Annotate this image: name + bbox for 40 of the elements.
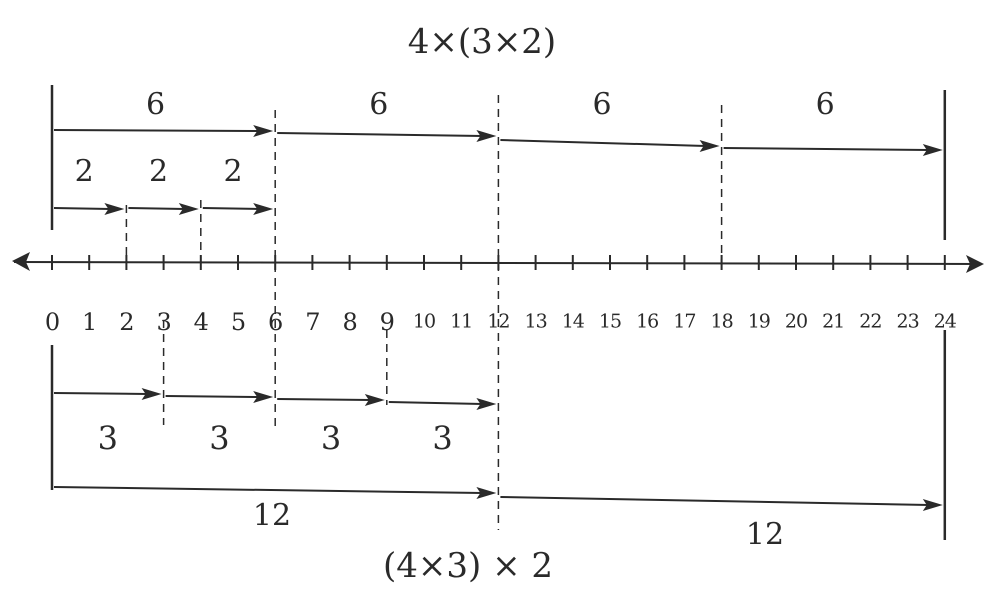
tick-label: 9 bbox=[380, 310, 394, 334]
tick-label: 6 bbox=[268, 310, 282, 334]
jump-length: 6 bbox=[816, 90, 835, 120]
tick-label: 14 bbox=[562, 312, 584, 332]
tick-label: 23 bbox=[896, 312, 919, 332]
tick-label: 10 bbox=[412, 312, 436, 332]
tick-label: 0 bbox=[44, 310, 60, 334]
jump-length: 2 bbox=[223, 157, 243, 187]
jump-length: 12 bbox=[252, 501, 292, 531]
tick-label: 19 bbox=[748, 312, 770, 332]
jump-length: 2 bbox=[149, 157, 168, 187]
tick-label: 20 bbox=[784, 312, 808, 332]
jump-length: 6 bbox=[592, 90, 612, 120]
tick-label: 24 bbox=[934, 312, 956, 332]
tick-label: 1 bbox=[82, 310, 96, 334]
jump-length: 3 bbox=[209, 422, 230, 454]
caption: (4×3) × 2 bbox=[382, 549, 554, 583]
jump-length: 3 bbox=[320, 422, 342, 454]
tick-label: 11 bbox=[450, 312, 472, 332]
tick-label: 5 bbox=[230, 310, 246, 334]
tick-label: 3 bbox=[156, 310, 171, 334]
tick-label: 7 bbox=[305, 310, 320, 334]
jump-length: 6 bbox=[146, 90, 166, 120]
jump-length: 3 bbox=[432, 422, 453, 454]
jump-length: 12 bbox=[746, 520, 784, 550]
tick-label: 13 bbox=[524, 312, 547, 332]
title: 4×(3×2) bbox=[408, 25, 556, 59]
jump-length: 3 bbox=[98, 422, 118, 454]
tick-label: 17 bbox=[673, 312, 696, 332]
tick-label: 16 bbox=[636, 312, 658, 332]
tick-label: 22 bbox=[859, 312, 882, 332]
tick-label: 18 bbox=[710, 312, 733, 332]
jump-length: 2 bbox=[74, 157, 94, 187]
tick-label: 2 bbox=[119, 310, 134, 334]
tick-label: 8 bbox=[342, 310, 357, 334]
tick-label: 21 bbox=[822, 312, 844, 332]
tick-label: 12 bbox=[487, 312, 510, 332]
tick-label: 15 bbox=[598, 312, 622, 332]
jump-length: 6 bbox=[369, 90, 388, 120]
tick-label: 4 bbox=[194, 310, 208, 334]
